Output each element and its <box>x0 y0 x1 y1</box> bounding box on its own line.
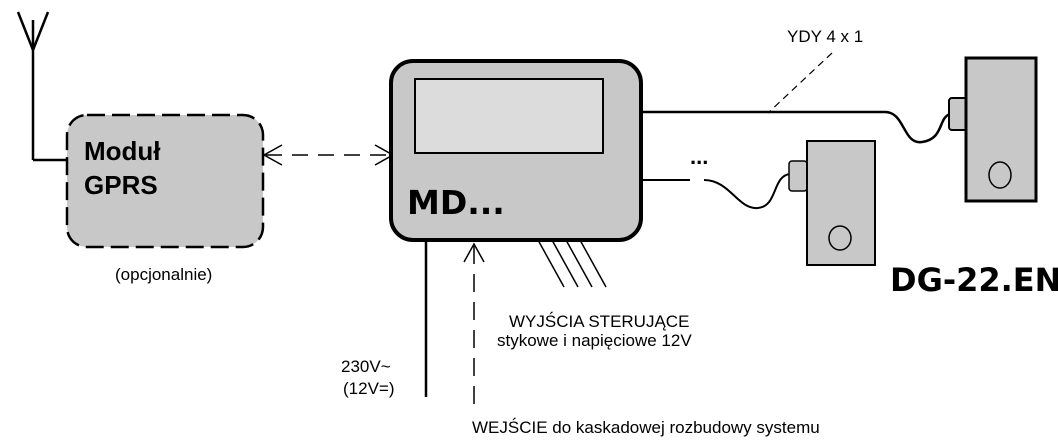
controller-display <box>414 78 604 154</box>
antenna-icon <box>16 11 70 162</box>
outputs-label-1: WYJŚCIA STERUJĄCE <box>509 312 689 331</box>
controller-label: MD... <box>407 183 505 222</box>
gas-sensor-2 <box>788 140 876 266</box>
cable-label-leader <box>767 52 833 114</box>
sensor-cable-1 <box>641 110 951 144</box>
more-sensors-ellipsis: ... <box>690 144 708 169</box>
gprs-module-box <box>65 113 265 249</box>
cable-type-label: YDY 4 x 1 <box>787 27 863 46</box>
gprs-link-arrow <box>262 144 395 166</box>
power-label-2: (12V=) <box>343 379 395 398</box>
cascade-input-arrow <box>463 242 485 412</box>
sensor-cable-2 <box>641 173 791 210</box>
cascade-input-label: WEJŚCIE do kaskadowej rozbudowy systemu <box>472 418 820 437</box>
gprs-module-label-2: GPRS <box>84 170 158 200</box>
outputs-label-2: stykowe i napięciowe 12V <box>497 331 692 350</box>
output-wires <box>537 239 607 288</box>
gprs-optional-note: (opcjonalnie) <box>115 265 212 284</box>
diagram-title: DG-22.EN <box>890 261 1058 299</box>
gas-sensor-1 <box>948 56 1038 203</box>
gprs-module-label-1: Moduł <box>84 136 161 166</box>
power-label-1: 230V~ <box>341 357 391 376</box>
